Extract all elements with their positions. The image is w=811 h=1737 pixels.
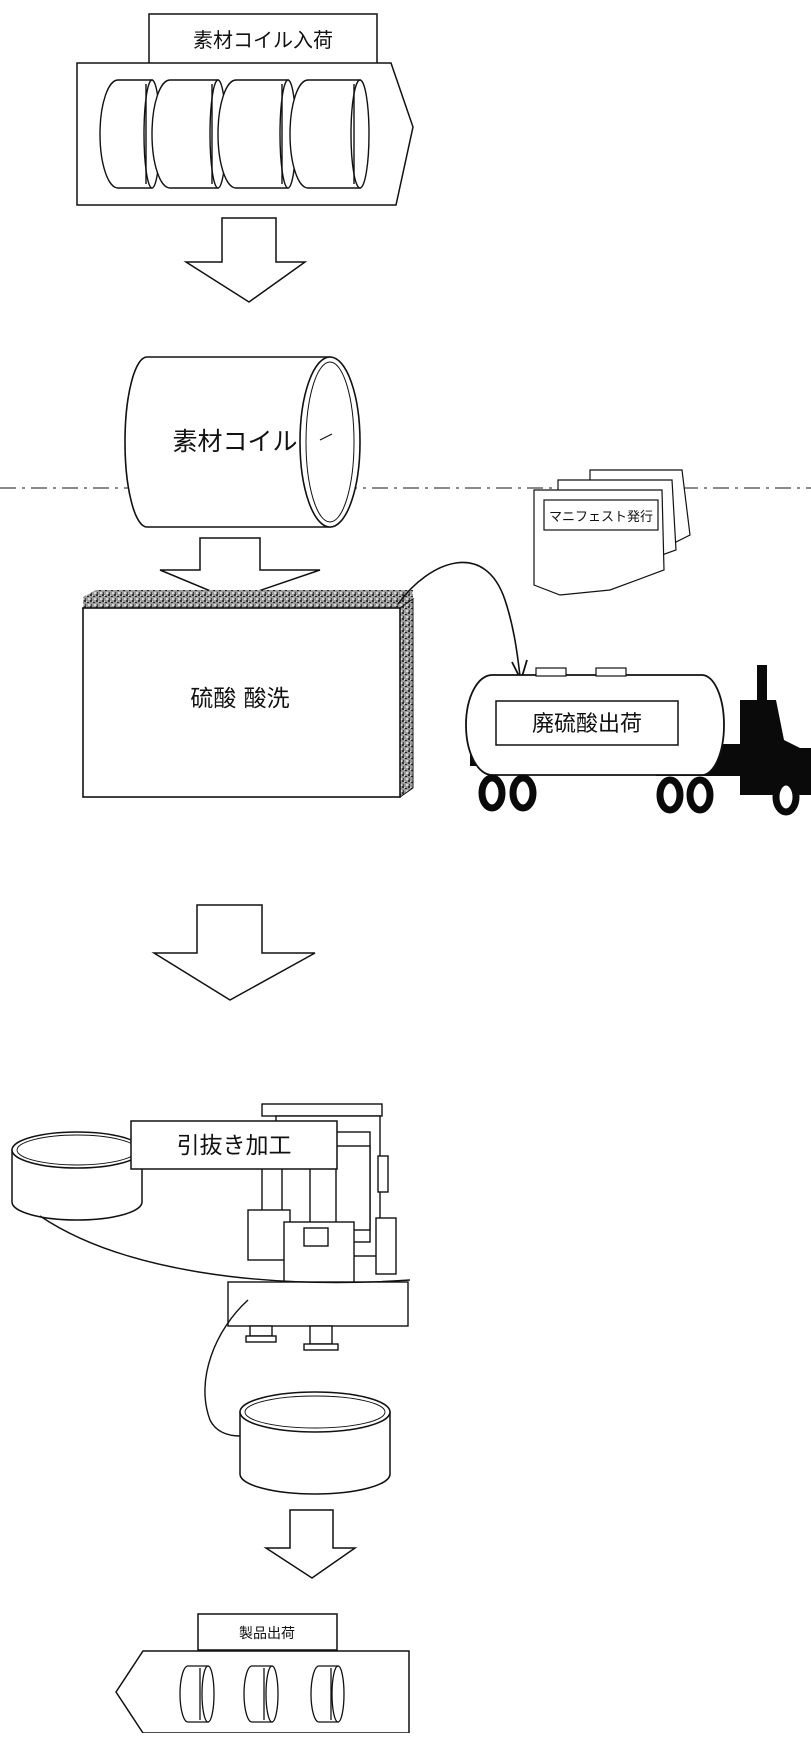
pickling-tank: 硫酸 酸洗 [81,590,415,798]
flow-arrow-1 [183,217,308,303]
waste-acid-label: 廃硫酸出荷 [532,712,642,737]
wire-feed-line [39,1215,411,1284]
waste-acid-flow-curve [397,561,521,677]
supply-coil-reel [11,1131,143,1221]
flow-arrow-2 [159,537,321,601]
takeup-coil-reel [239,1391,391,1495]
coil-2 [151,79,227,189]
product-coils [179,1665,345,1723]
flow-arrow-4 [263,1509,358,1579]
manifest-documents [533,469,691,596]
product-coil-1 [179,1665,215,1723]
coil-stack [99,79,370,189]
product-coil-2 [243,1665,279,1723]
coil-3 [217,79,297,189]
product-coil-3 [310,1665,345,1723]
coil-arrival-label: 素材コイル入荷 [193,28,333,52]
wire-output-line [204,1299,249,1437]
incoming-coil-container [76,62,414,206]
truck-wheels [478,774,800,816]
raw-coil-label: 素材コイル [172,427,297,456]
manifest-label: マニフェスト発行 [549,510,653,525]
drawing-label-box: 引抜き加工 [130,1120,338,1170]
tanker-truck: 廃硫酸出荷 [465,665,811,816]
coil-4 [289,79,370,189]
coil-1 [99,79,161,189]
outgoing-product-container [115,1650,410,1734]
drawing-label: 引抜き加工 [177,1133,292,1159]
raw-coil-cylinder: 素材コイル [124,356,361,528]
coil-arrival-label-box: 素材コイル入荷 [148,13,378,65]
product-ship-label-box: 製品出荷 [197,1613,338,1651]
product-ship-label: 製品出荷 [239,1626,295,1642]
flow-arrow-3 [151,904,316,1001]
pickling-label: 硫酸 酸洗 [190,686,289,712]
